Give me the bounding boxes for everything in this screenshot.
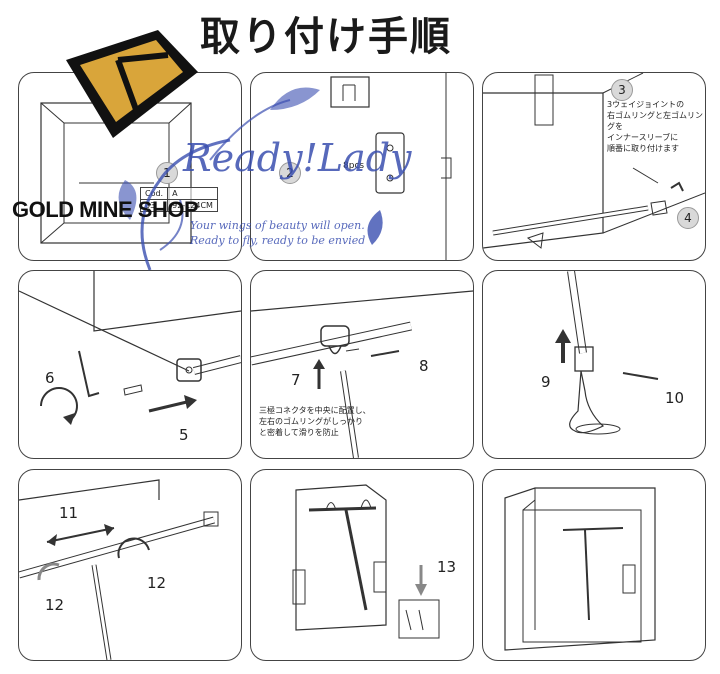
step-number: 6 (45, 369, 55, 387)
step-number: 3 (611, 79, 633, 101)
step-number: 12 (147, 574, 167, 592)
panel-step-7-8: 8 7 三極コネクタを中央に配置し、 左右のゴムリングがしっかり と密着して滑り… (250, 270, 474, 459)
connector-drawing (251, 290, 473, 458)
gold-box-logo (66, 30, 198, 138)
step-number: 4 (677, 207, 699, 229)
bracket-drawing (330, 73, 452, 260)
floral-watermark (118, 87, 383, 271)
panel-step-9-10: 9 10 (482, 270, 706, 459)
panel-step-11-12: 11 12 12 (18, 469, 242, 661)
panel-step-5-6: 6 5 (18, 270, 242, 459)
end-cap-drawing (19, 271, 241, 425)
step-number: 7 (291, 371, 301, 389)
instruction-note: 三極コネクタを中央に配置し、 左右のゴムリングがしっかり と密着して滑りを防止 (259, 406, 371, 437)
wardrobe-lift-drawing (292, 484, 440, 639)
step-number: 13 (437, 558, 457, 576)
rod-assembly-drawing (483, 73, 705, 249)
screw-count-label: 8pcs (343, 161, 365, 171)
panel-step-3-4: 3 3ウェイジョイントの 右ゴムリングと左ゴムリングを インナースリーブに 順番… (482, 72, 706, 261)
finished-wardrobe-drawing (504, 487, 656, 651)
step-number: 12 (45, 596, 65, 614)
step-number: 11 (59, 504, 79, 522)
page-title: 取り付け手順 (200, 14, 452, 60)
adjust-drawing (19, 479, 219, 660)
watermark-line-2: Ready to fly, ready to be envied (190, 234, 366, 247)
panel-step-13: 13 (250, 469, 474, 661)
instruction-note: 3ウェイジョイントの 右ゴムリングと左ゴムリングを インナースリーブに 順番に取… (607, 100, 703, 153)
step-number: 2 (279, 162, 301, 184)
shop-name: GOLD MINE SHOP (12, 197, 199, 222)
step-number: 8 (419, 357, 429, 375)
watermark-script-text: Ready!Lady (183, 136, 412, 180)
step-number: 9 (541, 373, 551, 391)
step-number: 10 (665, 389, 685, 407)
watermark-line-1: Your wings of beauty will open. (190, 219, 365, 232)
step-number: 5 (179, 426, 189, 444)
panel-final (482, 469, 706, 661)
handle-drawing (555, 271, 659, 435)
